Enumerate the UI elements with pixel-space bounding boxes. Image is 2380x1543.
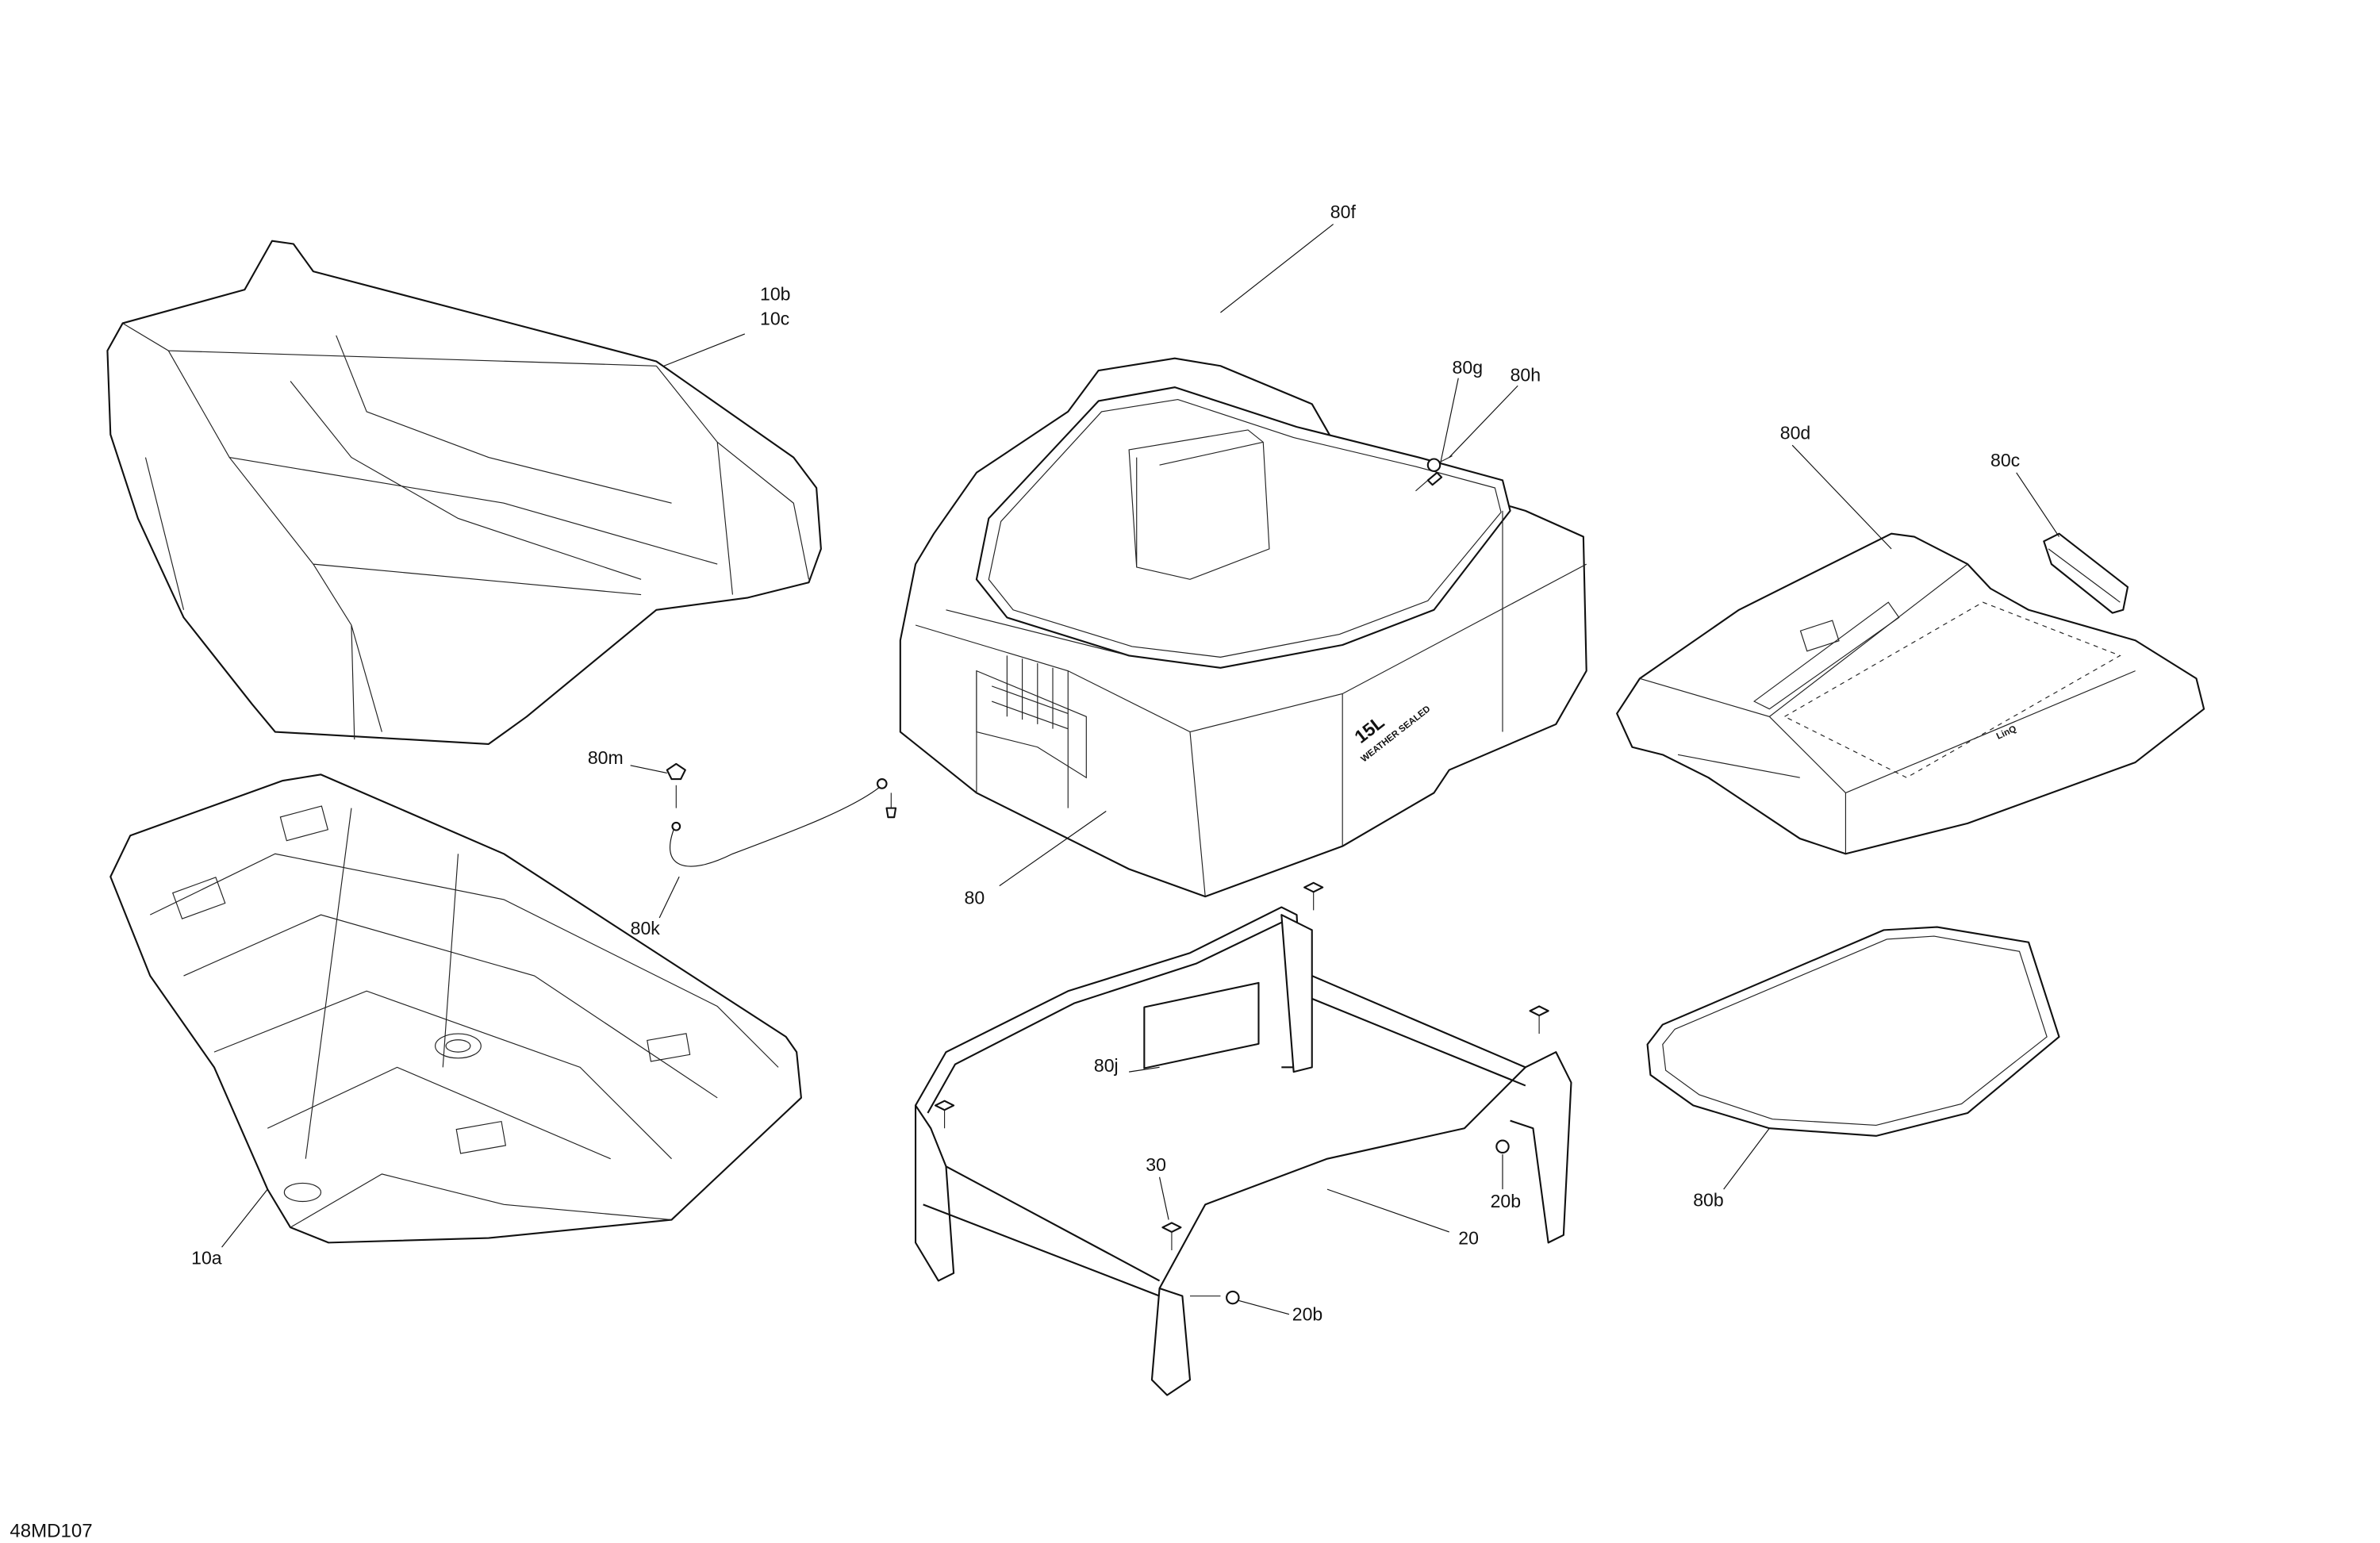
rack-frame [914, 906, 1572, 1396]
bolts [934, 881, 1549, 1305]
callout-20b-upper: 20b [1491, 1191, 1521, 1211]
callout-80j: 80j [1094, 1055, 1119, 1076]
callout-80b: 80b [1693, 1189, 1723, 1210]
callout-80k: 80k [631, 918, 661, 938]
callout-80c: 80c [1990, 450, 2020, 470]
callout-labels: 80f 10b 10c 80g 80h 80d 80c 80m 80k 80 8… [191, 202, 2020, 1325]
callout-80m: 80m [588, 747, 624, 768]
seat-cushion [106, 240, 822, 745]
callout-10b: 10b [760, 284, 790, 305]
latch [2043, 532, 2129, 614]
callout-30: 30 [1146, 1154, 1166, 1175]
callout-20: 20 [1458, 1227, 1479, 1248]
callout-20b-lower: 20b [1292, 1303, 1322, 1324]
lid: LinQ [1616, 532, 2205, 855]
callout-80g: 80g [1453, 357, 1483, 378]
callout-80f: 80f [1330, 202, 1357, 222]
decal [1143, 981, 1260, 1069]
seal [1646, 926, 2060, 1137]
leader-lines [221, 224, 2059, 1315]
callout-80: 80 [965, 888, 985, 908]
storage-box: 15L WEATHER SEALED [899, 357, 1587, 898]
seat-base [109, 773, 802, 1244]
callout-10c: 10c [760, 308, 789, 328]
tether-cable [666, 762, 897, 867]
callout-80h: 80h [1511, 364, 1541, 385]
callout-10a: 10a [191, 1247, 222, 1268]
screw-80g [1415, 471, 1443, 492]
callout-80d: 80d [1780, 423, 1810, 443]
drawing-code: 48MD107 [10, 1520, 92, 1541]
